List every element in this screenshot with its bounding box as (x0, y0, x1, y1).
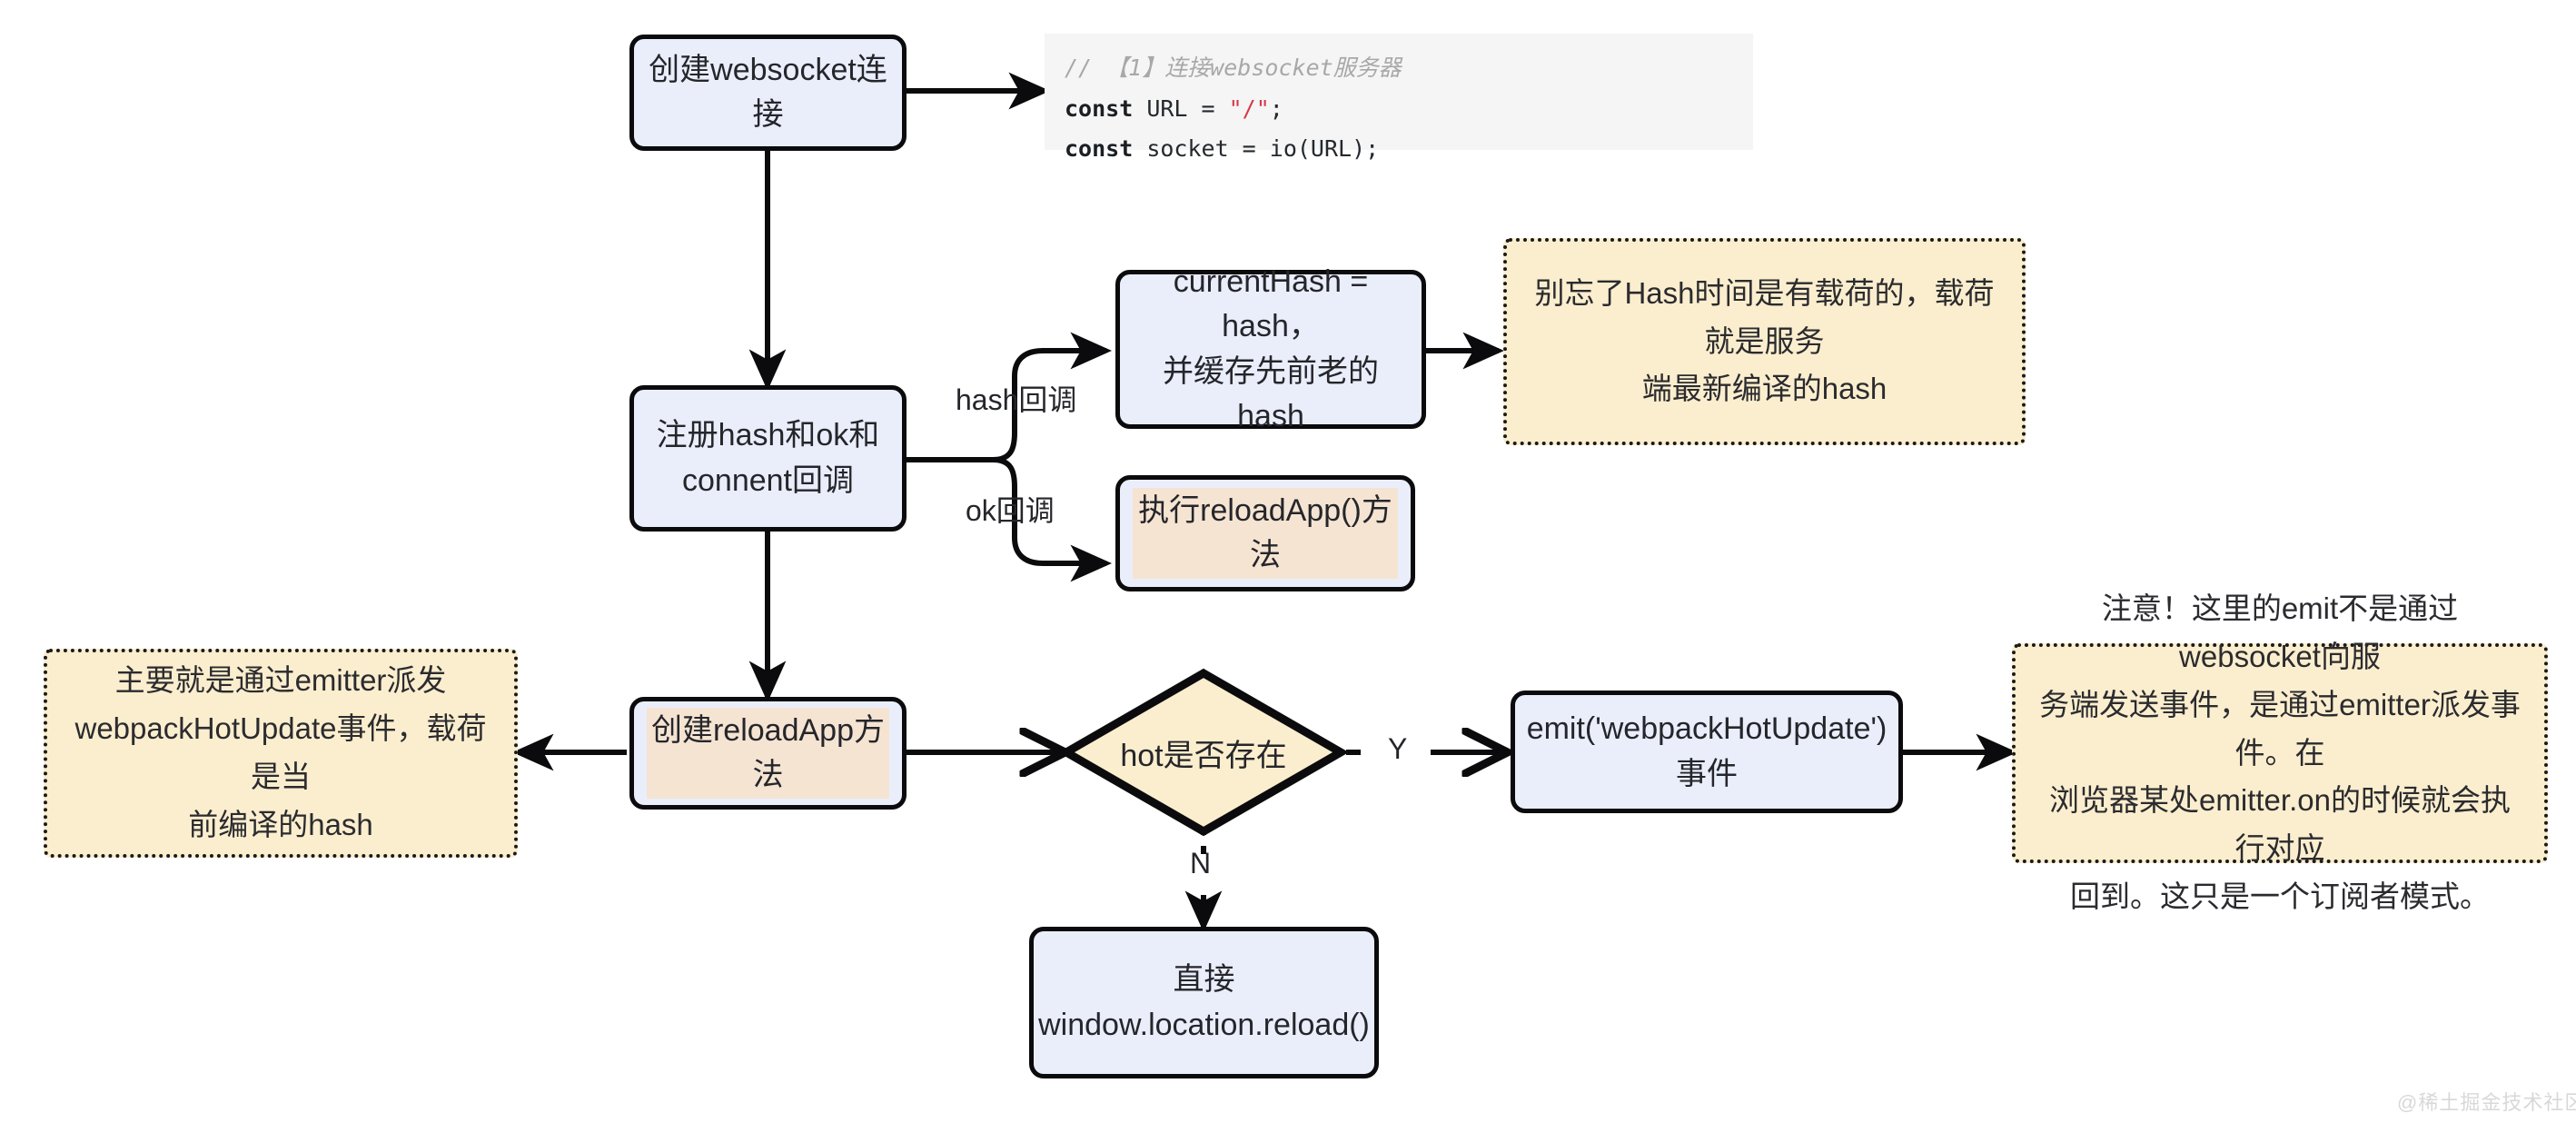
note-emit-attention-line3: 浏览器某处emitter.on的时候就会执行对应 (2049, 783, 2511, 866)
note-emitter-dispatch-line2: webpackHotUpdate事件，载荷是当 (74, 711, 487, 793)
node-current-hash-line1: currentHash = hash， (1173, 263, 1369, 344)
node-run-reloadapp[interactable]: 执行reloadApp()方法 (1115, 475, 1415, 591)
note-hash-payload: 别忘了Hash时间是有载荷的，载荷就是服务 端最新编译的hash (1503, 238, 2026, 445)
note-emit-attention-line2: 务端发送事件，是通过emitter派发事件。在 (2039, 687, 2521, 770)
node-emit-event-label: emit('webpackHotUpdate')事件 (1526, 711, 1887, 791)
node-create-reloadapp[interactable]: 创建reloadApp方法 (629, 697, 907, 810)
node-run-reloadapp-label: 执行reloadApp()方法 (1133, 487, 1398, 580)
code-keyword-const-1: const (1065, 94, 1134, 122)
node-direct-reload-line1: 直接 (1173, 962, 1235, 998)
note-emit-attention: 注意！这里的emit不是通过websocket向服 务端发送事件，是通过emit… (2012, 591, 2548, 913)
note-emitter-dispatch-line1: 主要就是通过emitter派发 (114, 663, 447, 698)
note-hash-payload-line2: 端最新编译的hash (1641, 372, 1887, 406)
node-direct-reload-line2: window.location.reload() (1038, 1007, 1370, 1042)
watermark-label: @稀土掘金技术社区 (2397, 1091, 2576, 1114)
note-emitter-dispatch-line3: 前编译的hash (188, 807, 373, 841)
code-line2-end: ; (1269, 94, 1283, 122)
code-keyword-const-2: const (1065, 135, 1134, 162)
node-register-callbacks-line1: 注册hash和ok和 (656, 418, 880, 453)
node-hot-decision-label: hot是否存在 (1120, 738, 1287, 773)
note-emitter-dispatch: 主要就是通过emitter派发 webpackHotUpdate事件，载荷是当 … (44, 649, 518, 858)
node-register-callbacks[interactable]: 注册hash和ok和 connent回调 (629, 385, 907, 532)
edge-label-yes: Y (1388, 732, 1408, 765)
code-snippet-websocket: // 【1】连接websocket服务器 const URL = "/"; co… (1045, 34, 1753, 162)
note-emit-attention-line1: 注意！这里的emit不是通过websocket向服 (2101, 591, 2459, 674)
node-hot-decision[interactable]: hot是否存在 (1061, 668, 1346, 837)
node-create-websocket-label: 创建websocket连接 (649, 52, 887, 132)
node-create-reloadapp-label: 创建reloadApp方法 (647, 707, 889, 800)
edge-label-ok-callback: ok回调 (966, 494, 1055, 527)
code-line3-rest: socket = io(URL); (1133, 135, 1380, 162)
code-comment-line: // 【1】连接websocket服务器 (1065, 55, 1402, 81)
note-emit-attention-line4: 回到。这只是一个订阅者模式。 (2070, 880, 2490, 913)
node-current-hash[interactable]: currentHash = hash， 并缓存先前老的hash (1115, 264, 1426, 433)
code-string-url: "/" (1228, 94, 1270, 122)
code-line2-middle: URL = (1133, 94, 1229, 122)
node-create-websocket[interactable]: 创建websocket连接 (629, 35, 907, 151)
node-emit-event[interactable]: emit('webpackHotUpdate')事件 (1511, 691, 1903, 813)
node-current-hash-line2: 并缓存先前老的hash (1163, 353, 1379, 433)
edge-label-hash-callback: hash回调 (956, 383, 1077, 416)
node-register-callbacks-line2: connent回调 (682, 462, 854, 498)
node-direct-reload[interactable]: 直接 window.location.reload() (1029, 927, 1379, 1078)
edge-label-no: N (1190, 847, 1212, 880)
decision-diamond-shape (1061, 668, 1346, 837)
note-hash-payload-line1: 别忘了Hash时间是有载荷的，载荷就是服务 (1534, 275, 1995, 358)
